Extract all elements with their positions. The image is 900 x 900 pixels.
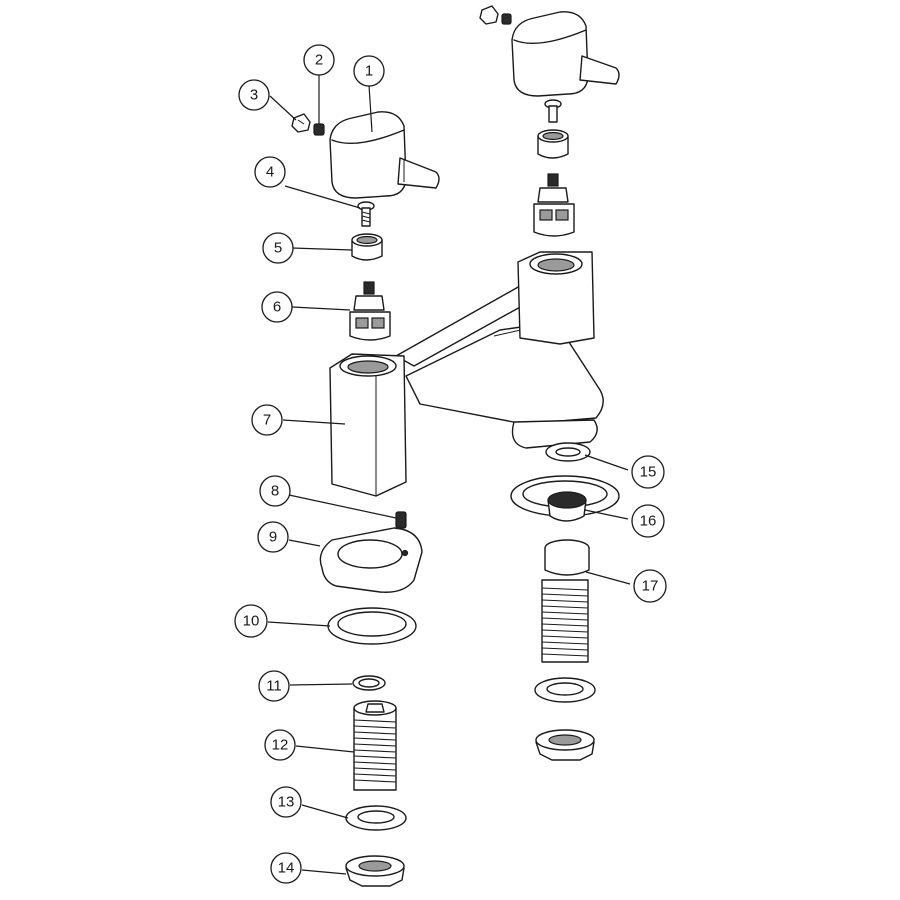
part-7-mixer-body [329, 251, 604, 497]
callout-9: 9 [257, 521, 289, 553]
part-15-washer [545, 442, 591, 462]
svg-text:15: 15 [640, 464, 657, 481]
callout-15: 15 [631, 455, 665, 489]
svg-text:12: 12 [272, 737, 289, 754]
part-12-threaded-shank [353, 700, 397, 791]
svg-text:1: 1 [365, 63, 373, 80]
callout-10: 10 [234, 604, 268, 638]
part-9-base-plate [319, 527, 423, 593]
part-2-grub-screw [313, 123, 325, 136]
part-right-sleeve [537, 129, 569, 159]
callout-5: 5 [262, 232, 294, 264]
svg-text:17: 17 [642, 578, 659, 595]
callout-6: 6 [261, 291, 293, 323]
part-right-cap [479, 5, 512, 25]
svg-text:14: 14 [278, 860, 295, 877]
callout-13: 13 [270, 786, 302, 818]
part-right-nut [535, 729, 595, 761]
callout-14: 14 [270, 852, 302, 884]
svg-text:7: 7 [263, 412, 271, 429]
callout-11: 11 [258, 670, 290, 702]
svg-text:5: 5 [274, 240, 282, 257]
svg-text:4: 4 [266, 164, 274, 181]
part-17-threaded-shank [541, 539, 590, 663]
part-right-cartridge [533, 173, 575, 237]
part-16-flange-aerator [510, 475, 620, 522]
svg-text:11: 11 [266, 678, 282, 695]
part-10-washer [327, 607, 417, 645]
part-right-washer [534, 677, 596, 703]
svg-text:10: 10 [243, 613, 260, 630]
part-14-nut [345, 855, 405, 887]
part-right-handle [511, 11, 620, 97]
callout-4: 4 [254, 156, 286, 188]
callout-1: 1 [353, 55, 385, 87]
callout-2: 2 [303, 44, 335, 76]
svg-text:9: 9 [269, 529, 277, 546]
callout-circles: 1 2 3 4 5 6 7 8 9 10 11 12 13 14 15 16 1… [234, 44, 667, 884]
part-6-cartridge [349, 281, 391, 341]
callout-8: 8 [259, 475, 291, 507]
part-11-o-ring [352, 675, 386, 691]
svg-text:16: 16 [640, 513, 657, 530]
callout-17: 17 [633, 569, 667, 603]
callout-3: 3 [238, 79, 270, 111]
svg-text:13: 13 [278, 794, 295, 811]
part-5-sleeve [351, 233, 383, 261]
part-3-cap [291, 113, 311, 133]
svg-text:6: 6 [273, 299, 281, 316]
svg-text:8: 8 [271, 483, 279, 500]
callout-16: 16 [631, 504, 665, 538]
svg-text:2: 2 [315, 52, 323, 69]
part-right-screw [544, 99, 562, 123]
part-1-left-handle [329, 111, 440, 199]
part-8-grub-screw [395, 511, 407, 529]
leader-lines [267, 75, 631, 875]
part-4-screw [357, 201, 375, 227]
part-13-washer [345, 805, 407, 831]
callout-7: 7 [251, 404, 283, 436]
svg-text:3: 3 [250, 87, 258, 104]
callout-12: 12 [264, 729, 296, 761]
